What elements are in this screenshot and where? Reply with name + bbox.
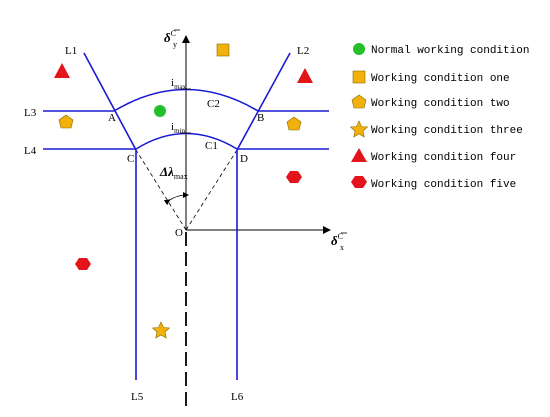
x-axis-label-sup: C <box>338 232 343 241</box>
legend-marker-two <box>351 94 367 109</box>
y-axis-label-main: δ <box>164 30 171 45</box>
angle-dashed-line-d <box>185 149 238 231</box>
label-origin: O <box>175 227 183 239</box>
label-point-d: D <box>240 153 248 165</box>
label-arc-c1: C1 <box>205 140 218 152</box>
label-angle-sub: max <box>174 172 188 181</box>
y-axis-label: δC <box>164 29 176 45</box>
condition-three-marker <box>151 321 171 339</box>
legend-label-three: Working condition three <box>371 125 523 137</box>
label-point-c: C <box>127 153 134 165</box>
legend-label-two: Working condition two <box>371 98 510 110</box>
label-imax-main: i <box>171 77 174 89</box>
angle-dashed-line-c <box>135 149 187 231</box>
legend-label-normal: Normal working condition <box>371 45 529 57</box>
arc-c1 <box>135 132 238 150</box>
boundary-lines <box>43 52 329 380</box>
legend-marker-one <box>352 70 366 84</box>
label-arc-c2: C2 <box>207 98 220 110</box>
condition-one-marker <box>216 43 230 57</box>
label-imin-main: i <box>171 121 174 133</box>
label-point-b: B <box>257 112 264 124</box>
legend-label-four: Working condition four <box>371 152 516 164</box>
angle-arc <box>163 192 189 206</box>
label-l1: L1 <box>65 45 77 57</box>
legend-marker-three <box>349 120 369 138</box>
condition-two-marker-left <box>58 114 74 129</box>
condition-two-marker-right <box>286 116 302 131</box>
legend-label-one: Working condition one <box>371 73 510 85</box>
y-axis-label-sub: y <box>173 40 177 49</box>
label-imin: imin <box>171 121 185 135</box>
condition-four-marker-right <box>297 68 313 83</box>
condition-five-marker-left <box>75 258 91 270</box>
label-imax: imax <box>171 77 187 91</box>
label-imin-sub: min <box>174 127 185 135</box>
legend-marker-four <box>351 148 367 162</box>
x-axis-label-sub: x <box>340 243 344 252</box>
condition-four-marker-left <box>54 63 70 78</box>
label-l6: L6 <box>231 391 244 403</box>
label-l2: L2 <box>297 45 309 57</box>
label-l5: L5 <box>131 391 144 403</box>
label-l3: L3 <box>24 107 37 119</box>
condition-five-marker-right <box>286 171 302 183</box>
label-point-a: A <box>108 112 116 124</box>
y-axis-label-sup: C <box>171 29 176 38</box>
label-imax-sub: max <box>174 83 187 91</box>
legend: Normal working condition Working conditi… <box>349 43 529 191</box>
label-l4: L4 <box>24 145 37 157</box>
label-angle: Δλmax <box>159 164 188 181</box>
x-axis-label: δC <box>331 232 343 248</box>
x-axis-label-main: δ <box>331 233 338 248</box>
boundary-l1 <box>83 52 137 151</box>
label-angle-main: Δλ <box>159 164 174 179</box>
arc-c2 <box>113 88 259 112</box>
legend-label-five: Working condition five <box>371 179 516 191</box>
scatter-markers <box>54 43 313 339</box>
boundary-l2 <box>236 52 291 151</box>
legend-marker-normal <box>353 43 365 55</box>
legend-marker-five <box>351 176 367 188</box>
normal-condition-marker <box>154 105 166 117</box>
